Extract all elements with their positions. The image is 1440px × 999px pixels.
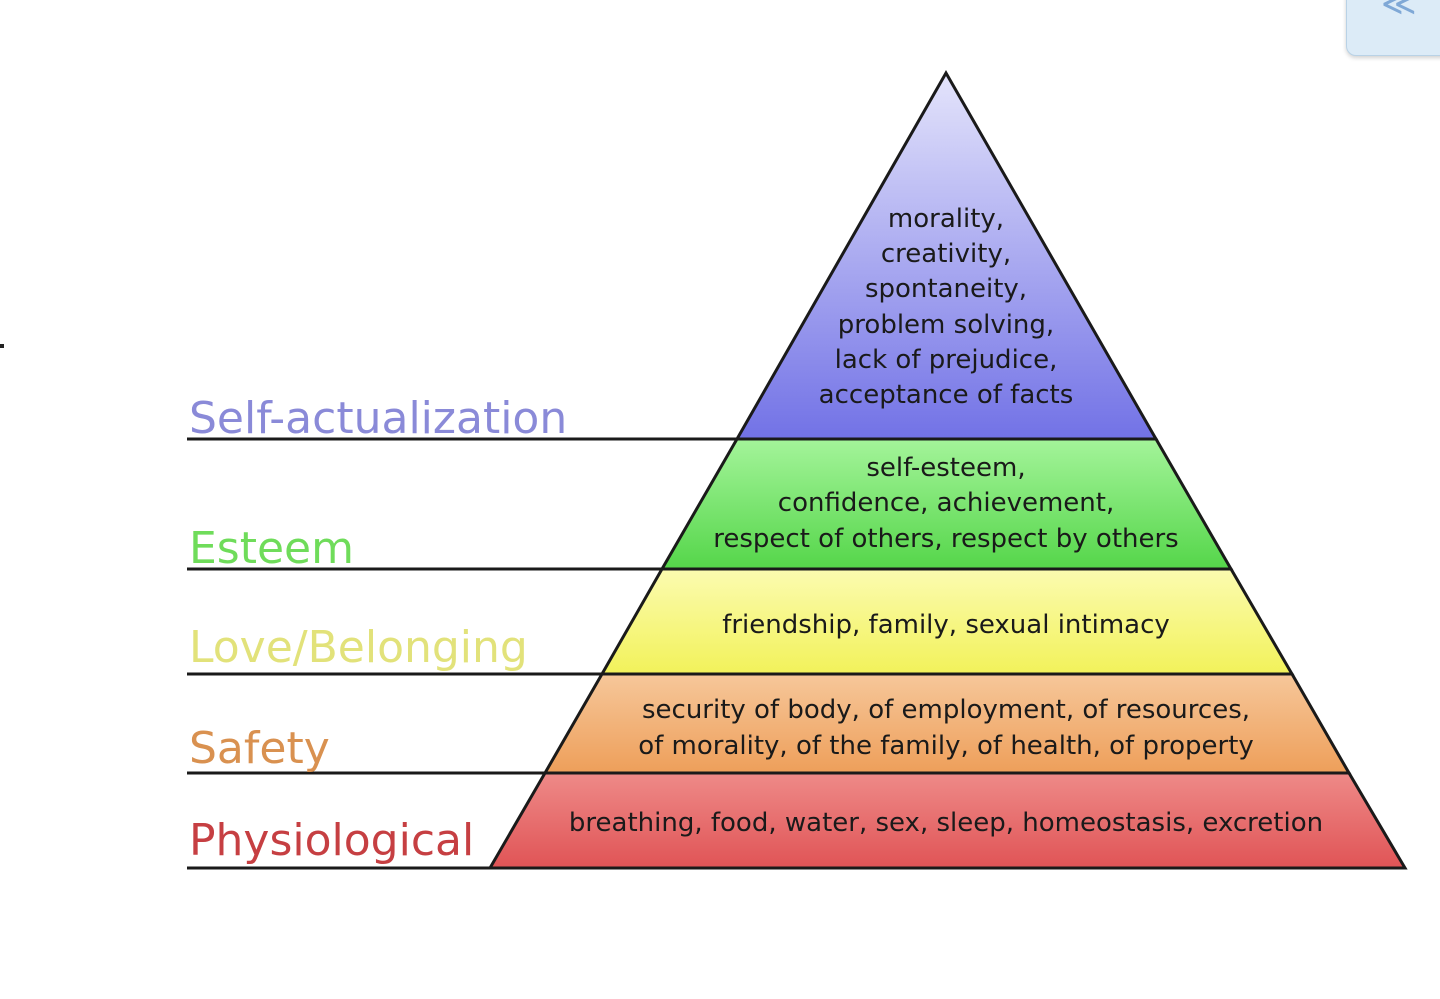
text-physiological: breathing, food, water, sex, sleep, home…	[569, 808, 1323, 838]
tier-line: spontaneity,	[865, 274, 1027, 304]
tier-line: confidence, achievement,	[778, 488, 1114, 518]
text-esteem: self-esteem, confidence, achievement, re…	[713, 453, 1178, 554]
tier-line: acceptance of facts	[819, 380, 1074, 410]
edge-marker	[0, 344, 4, 348]
tier-line: self-esteem,	[866, 453, 1025, 483]
tier-line: creativity,	[881, 239, 1011, 269]
collapse-panel-button[interactable]: ≪	[1346, 0, 1440, 56]
tier-line: morality,	[888, 204, 1004, 234]
tier-line: of morality, of the family, of health, o…	[638, 731, 1254, 761]
tier-line: lack of prejudice,	[835, 345, 1058, 375]
text-love-belonging: friendship, family, sexual intimacy	[722, 610, 1170, 640]
chevron-collapse-icon: ≪	[1381, 0, 1417, 24]
label-safety: Safety	[189, 723, 330, 774]
label-self-actualization: Self-actualization	[189, 393, 567, 444]
tier-line: friendship, family, sexual intimacy	[722, 610, 1170, 640]
tier-line: breathing, food, water, sex, sleep, home…	[569, 808, 1323, 838]
text-safety: security of body, of employment, of reso…	[638, 695, 1254, 761]
tier-physiological	[487, 771, 1408, 870]
label-love-belonging: Love/Belonging	[189, 622, 528, 673]
label-physiological: Physiological	[189, 815, 474, 866]
tier-line: respect of others, respect by others	[713, 524, 1178, 554]
text-self-actualization: morality, creativity, spontaneity, probl…	[819, 204, 1074, 410]
tier-line: problem solving,	[838, 310, 1054, 340]
tier-line: security of body, of employment, of reso…	[642, 695, 1250, 725]
label-esteem: Esteem	[189, 523, 354, 574]
